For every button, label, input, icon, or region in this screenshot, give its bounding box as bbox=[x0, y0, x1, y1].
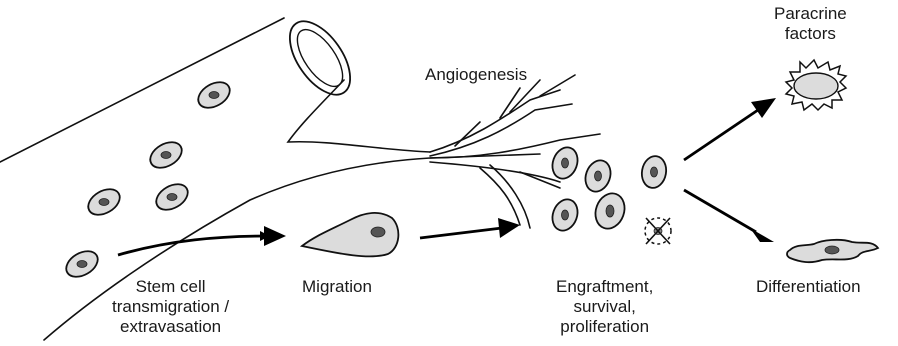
transmigration-arrow-icon bbox=[118, 236, 268, 255]
differentiation-arrow-icon bbox=[684, 190, 756, 232]
engraftment-label-line3: proliferation bbox=[556, 317, 653, 337]
stem-cell-icon bbox=[84, 184, 124, 220]
stem-cell-icon bbox=[548, 196, 581, 234]
stem-cell-icon bbox=[581, 157, 614, 195]
transmigration-label-line2: transmigration / bbox=[112, 297, 229, 317]
migration-arrow-icon bbox=[420, 228, 502, 238]
stem-cell-icon bbox=[62, 246, 102, 282]
stem-cell-icon bbox=[194, 77, 234, 113]
paracrine-factors-label: Paracrine factors bbox=[774, 4, 847, 44]
blood-vessel-icon bbox=[0, 11, 540, 340]
transmigration-label-line1: Stem cell bbox=[112, 277, 229, 297]
paracrine-label-line1: Paracrine bbox=[774, 4, 847, 24]
paracrine-arrow-icon bbox=[684, 110, 758, 160]
dead-cell-x-icon bbox=[645, 218, 671, 244]
engraftment-label-line2: survival, bbox=[556, 297, 653, 317]
migrating-cell-icon bbox=[302, 213, 398, 257]
paracrine-cell-icon bbox=[786, 60, 846, 110]
stem-cell-icon bbox=[639, 154, 668, 190]
differentiated-cell-icon bbox=[787, 240, 878, 262]
engraftment-label-line1: Engraftment, bbox=[556, 277, 653, 297]
stem-cell-icon bbox=[152, 179, 192, 215]
migration-label: Migration bbox=[302, 277, 372, 297]
stem-cell-icon bbox=[146, 137, 186, 173]
angiogenesis-label: Angiogenesis bbox=[425, 65, 527, 85]
transmigration-label: Stem cell transmigration / extravasation bbox=[112, 277, 229, 337]
paracrine-label-line2: factors bbox=[774, 24, 847, 44]
engraftment-label: Engraftment, survival, proliferation bbox=[556, 277, 653, 337]
differentiation-label: Differentiation bbox=[756, 277, 861, 297]
transmigration-label-line3: extravasation bbox=[112, 317, 229, 337]
stem-cell-icon bbox=[591, 189, 630, 232]
stem-cell-icon bbox=[548, 144, 581, 182]
